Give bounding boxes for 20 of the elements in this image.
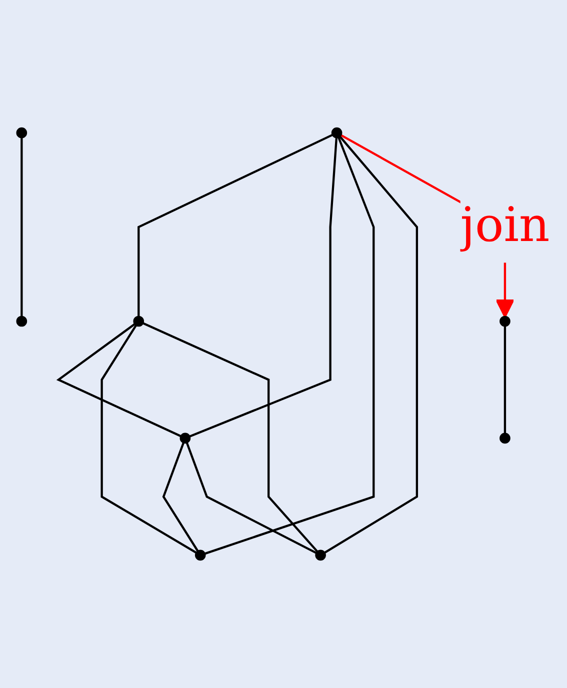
node-circle	[194, 550, 206, 561]
connector	[100, 324, 198, 554]
connector	[56, 322, 182, 438]
node-circle	[315, 550, 326, 561]
node-circle	[500, 432, 510, 444]
node-circle	[180, 432, 191, 444]
connector	[20, 137, 23, 317]
connector	[204, 136, 375, 555]
node-circle	[331, 127, 342, 138]
node-circle	[16, 127, 28, 138]
node-circle	[500, 316, 510, 327]
connector	[324, 135, 418, 554]
connector	[138, 134, 334, 317]
connector	[162, 442, 199, 552]
connector	[188, 137, 338, 438]
connector	[142, 322, 318, 553]
node-circle	[16, 316, 28, 327]
node-circle	[133, 316, 144, 327]
connector	[504, 326, 506, 434]
connector	[186, 442, 318, 554]
